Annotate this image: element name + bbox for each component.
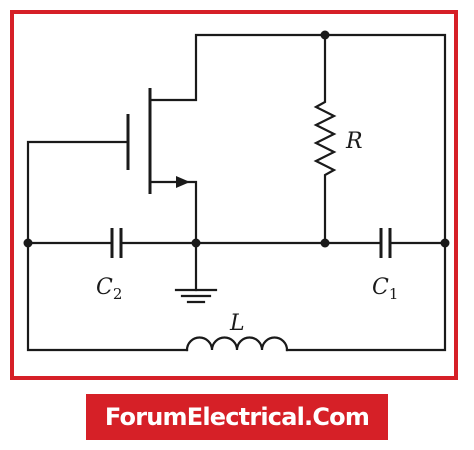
drain-wire (148, 33, 447, 245)
inductor-l (185, 336, 289, 352)
right-rail-wire (285, 241, 447, 352)
colpitts-oscillator-diagram: R C2 C1 L (23, 30, 450, 352)
gate-wire (26, 140, 189, 352)
label-l: L (229, 311, 245, 336)
brand-text: ForumElectrical.Com (104, 403, 370, 431)
resistor-r (313, 33, 337, 245)
ground-icon (174, 288, 218, 304)
source-wire (148, 180, 198, 245)
node-left (23, 238, 33, 248)
node-resistor-bottom (320, 238, 330, 248)
label-c2: C2 (96, 275, 122, 303)
node-top-right (320, 30, 330, 40)
node-source (191, 238, 201, 248)
node-right (440, 238, 450, 248)
label-c1: C1 (372, 275, 398, 303)
label-r: R (345, 129, 363, 154)
source-arrow-icon (176, 176, 190, 188)
brand-banner: ForumElectrical.Com (86, 394, 388, 440)
diagram-frame (10, 10, 458, 380)
